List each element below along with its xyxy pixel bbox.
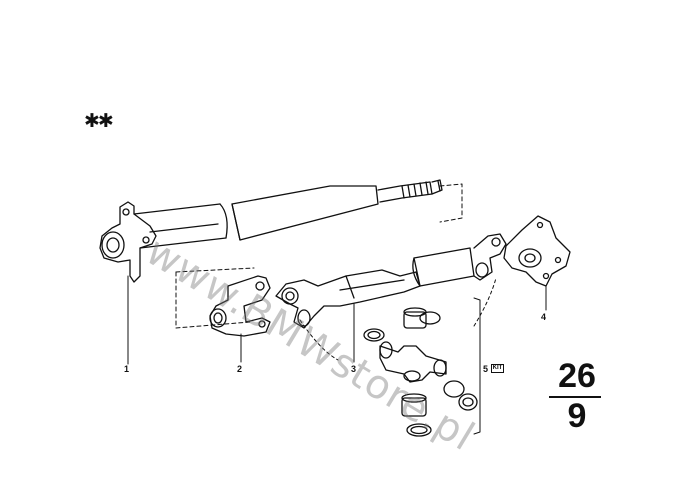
flange-yoke-part (209, 275, 271, 337)
kit-badge: KIT (491, 364, 504, 373)
callout-4[interactable]: 4 (541, 312, 547, 322)
callout-5[interactable]: 5 (483, 364, 489, 374)
group-divider (549, 396, 601, 398)
callout-1[interactable]: 1 (124, 364, 130, 374)
asterisk-marker: ✱✱ (84, 110, 114, 132)
rear-flange-part (503, 215, 571, 287)
callout-3[interactable]: 3 (351, 364, 357, 374)
universal-joint-kit-part (363, 307, 478, 437)
front-driveshaft-part (99, 179, 443, 283)
callout-2[interactable]: 2 (237, 364, 243, 374)
group-number: 26 (558, 357, 596, 395)
subgroup-number: 9 (567, 397, 587, 435)
center-driveshaft-part (275, 233, 507, 329)
